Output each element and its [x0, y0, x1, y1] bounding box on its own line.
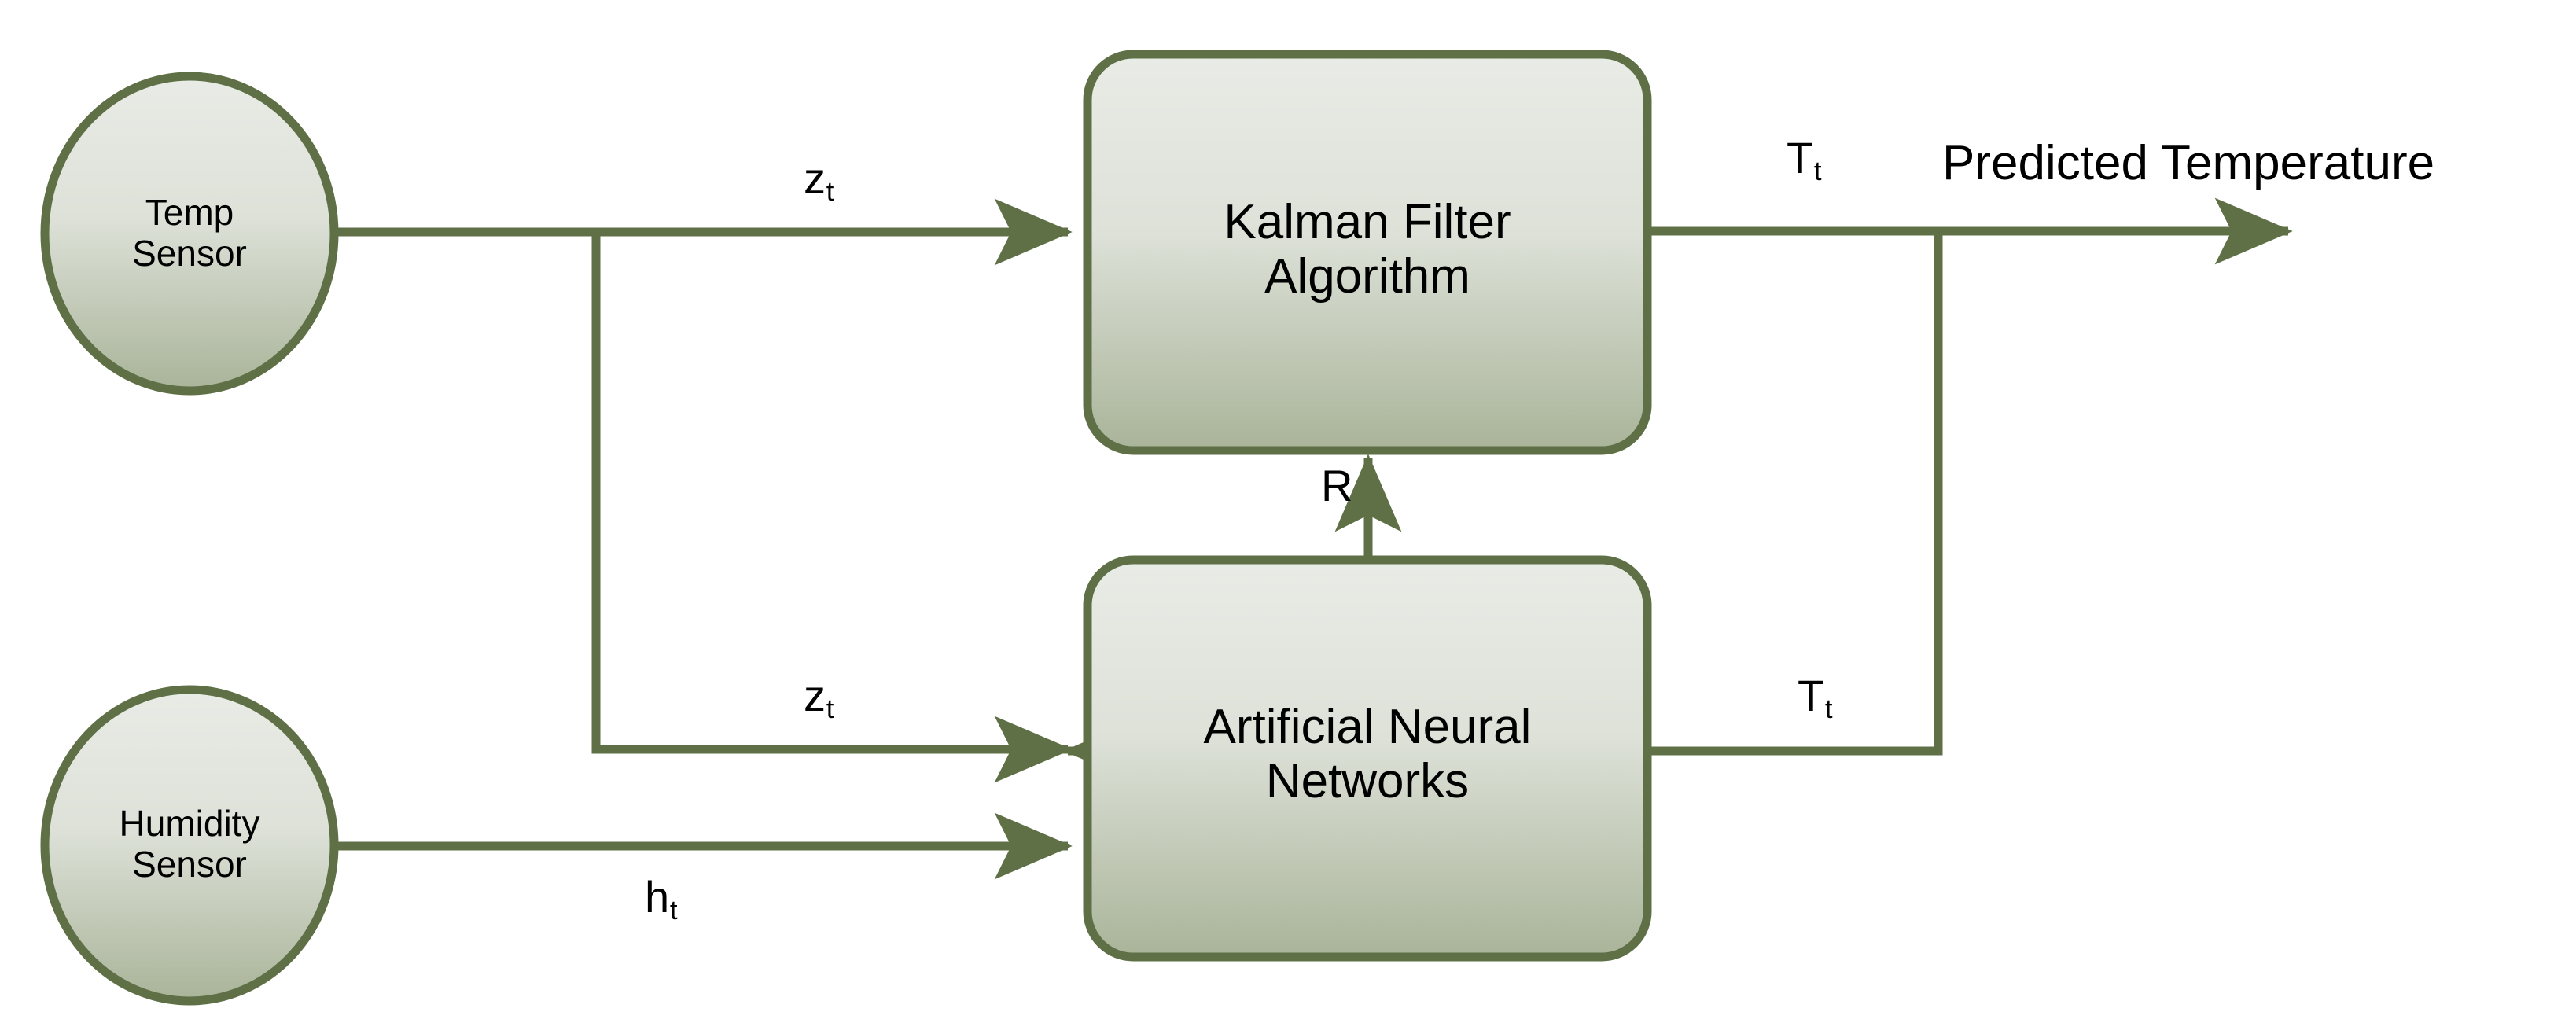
edge-label-kalman-feedback-base: T: [1798, 671, 1825, 720]
node-temp-sensor[interactable]: [40, 72, 339, 396]
edge-label-kalman-output-sub: t: [1813, 156, 1822, 187]
edge-label-kalman-feedback: Tt: [1798, 670, 1833, 725]
edge-label-temp-to-ann-sub: t: [826, 694, 834, 725]
edge-label-temp-to-ann: zt: [804, 670, 834, 725]
edge-label-temp-to-ann-base: z: [804, 671, 826, 720]
edge-label-temp-to-kalman: zt: [804, 153, 834, 208]
edge-temp-to-ann: [591, 232, 1073, 783]
edge-label-humidity-to-ann: ht: [645, 871, 678, 926]
edge-label-humidity-to-ann-sub: t: [669, 896, 678, 926]
node-neural-networks[interactable]: [1083, 555, 1652, 962]
edge-label-kalman-output-base: T: [1787, 133, 1814, 182]
edge-label-temp-to-kalman-base: z: [804, 153, 826, 203]
node-humidity-sensor[interactable]: [40, 685, 339, 1006]
node-kalman-filter[interactable]: [1083, 50, 1652, 455]
edge-label-temp-to-kalman-sub: t: [826, 177, 834, 208]
edge-label-kalman-feedback-sub: t: [1824, 694, 1833, 725]
output-predicted-temperature-label: Predicted Temperature: [1942, 136, 2435, 190]
edge-label-humidity-to-ann-base: h: [645, 872, 670, 922]
edge-label-ann-to-kalman-base: R: [1321, 461, 1353, 510]
edge-label-ann-to-kalman: R: [1321, 460, 1352, 511]
edge-label-kalman-output: Tt: [1787, 132, 1822, 187]
